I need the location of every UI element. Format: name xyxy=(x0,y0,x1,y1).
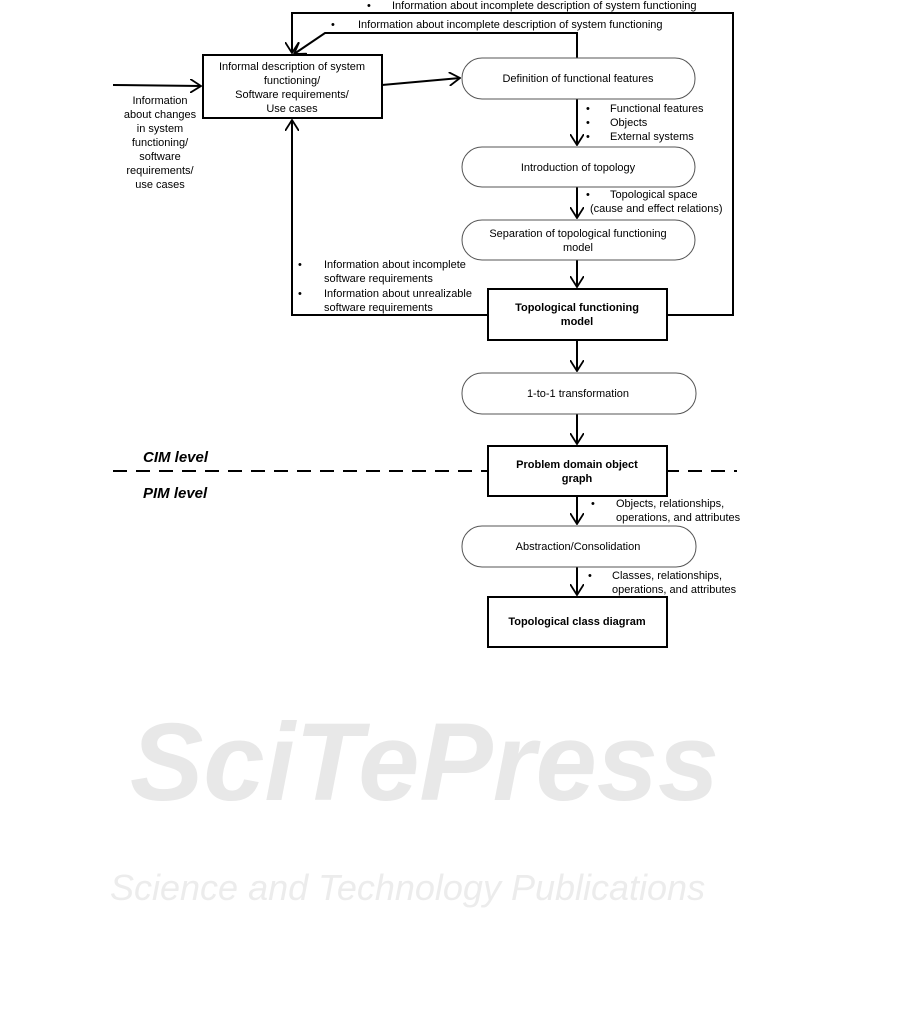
svg-text:Problem domain object: Problem domain object xyxy=(516,459,638,471)
informal-to-definition-arrow xyxy=(381,78,460,86)
svg-text:•: • xyxy=(298,259,302,271)
svg-text:Information about incomplete: Information about incomplete xyxy=(324,259,466,271)
label-outer-feedback: • Information about incomplete descripti… xyxy=(367,0,697,12)
svg-text:Information: Information xyxy=(132,95,187,107)
svg-text:Definition of functional featu: Definition of functional features xyxy=(502,73,654,85)
svg-text:Topological class diagram: Topological class diagram xyxy=(508,616,646,628)
node-definition: Definition of functional features xyxy=(461,57,696,100)
svg-text:operations, and attributes: operations, and attributes xyxy=(616,512,741,524)
svg-text:graph: graph xyxy=(562,473,593,485)
node-transformation: 1-to-1 transformation xyxy=(461,372,697,415)
label-abstraction-output: • Classes, relationships, operations, and… xyxy=(588,570,737,596)
svg-text:•: • xyxy=(331,19,335,31)
svg-text:software requirements: software requirements xyxy=(324,302,433,314)
label-introduction-output: • Topological space (cause and effect rel… xyxy=(586,189,722,215)
input-arrow xyxy=(112,85,201,86)
svg-text:Objects: Objects xyxy=(610,117,648,129)
watermark: SciTePress Science and Technology Public… xyxy=(110,701,719,908)
pim-level-label: PIM level xyxy=(143,485,208,502)
svg-text:Objects, relationships,: Objects, relationships, xyxy=(616,498,724,510)
svg-text:(cause and effect relations): (cause and effect relations) xyxy=(590,203,722,215)
svg-text:Abstraction/Consolidation: Abstraction/Consolidation xyxy=(516,541,641,553)
label-tfm-feedback: • Information about incomplete software r… xyxy=(298,259,472,314)
inner-feedback-arrow xyxy=(294,32,578,58)
outer-feedback-arrow xyxy=(292,12,734,316)
label-definition-output: • Functional features • Objects • External … xyxy=(586,103,704,143)
node-informal: Informal description of system functioni… xyxy=(202,54,383,119)
svg-text:•: • xyxy=(367,0,371,12)
svg-text:Use cases: Use cases xyxy=(266,103,318,115)
label-inner-feedback: • Information about incomplete descripti… xyxy=(331,19,663,31)
svg-text:software: software xyxy=(139,151,181,163)
svg-text:•: • xyxy=(591,498,595,510)
svg-text:SciTePress: SciTePress xyxy=(130,701,719,824)
svg-text:Functional features: Functional features xyxy=(610,103,704,115)
node-abstraction: Abstraction/Consolidation xyxy=(461,525,697,568)
label-input: Information about changes in system func… xyxy=(124,95,197,191)
svg-text:operations, and attributes: operations, and attributes xyxy=(612,584,737,596)
svg-text:model: model xyxy=(561,316,593,328)
svg-text:1-to-1 transformation: 1-to-1 transformation xyxy=(527,388,629,400)
svg-text:•: • xyxy=(298,288,302,300)
svg-text:Software requirements/: Software requirements/ xyxy=(235,89,350,101)
svg-text:software requirements: software requirements xyxy=(324,273,433,285)
svg-text:use cases: use cases xyxy=(135,179,185,191)
svg-text:requirements/: requirements/ xyxy=(126,165,194,177)
svg-text:about changes: about changes xyxy=(124,109,197,121)
node-tfm: Topological functioning model xyxy=(487,288,668,341)
svg-text:External systems: External systems xyxy=(610,131,694,143)
node-pdog: Problem domain object graph xyxy=(487,445,668,497)
svg-text:functioning/: functioning/ xyxy=(264,75,321,87)
svg-text:Informal description of system: Informal description of system xyxy=(219,61,365,73)
node-tcd: Topological class diagram xyxy=(487,596,668,648)
svg-text:Information about incomplete d: Information about incomplete description… xyxy=(392,0,697,12)
svg-text:Information about incomplete d: Information about incomplete description… xyxy=(358,19,663,31)
svg-text:•: • xyxy=(586,131,590,143)
cim-level-label: CIM level xyxy=(143,449,209,466)
svg-text:Topological space: Topological space xyxy=(610,189,697,201)
svg-text:•: • xyxy=(586,189,590,201)
svg-text:in system: in system xyxy=(137,123,183,135)
svg-text:Classes, relationships,: Classes, relationships, xyxy=(612,570,722,582)
svg-text:functioning/: functioning/ xyxy=(132,137,189,149)
svg-text:Information about unrealizable: Information about unrealizable xyxy=(324,288,472,300)
svg-text:•: • xyxy=(586,103,590,115)
tfm-feedback-arrow xyxy=(292,120,488,316)
svg-text:Separation of topological func: Separation of topological functioning xyxy=(489,228,666,240)
node-separation: Separation of topological functioning mo… xyxy=(461,219,696,261)
svg-text:Science and Technology Publica: Science and Technology Publications xyxy=(110,867,705,908)
svg-text:Introduction of topology: Introduction of topology xyxy=(521,162,636,174)
svg-text:•: • xyxy=(588,570,592,582)
svg-text:Topological functioning: Topological functioning xyxy=(515,302,639,314)
svg-text:model: model xyxy=(563,242,593,254)
label-pdog-output: • Objects, relationships, operations, and… xyxy=(591,498,741,524)
node-introduction: Introduction of topology xyxy=(461,146,696,188)
svg-text:•: • xyxy=(586,117,590,129)
